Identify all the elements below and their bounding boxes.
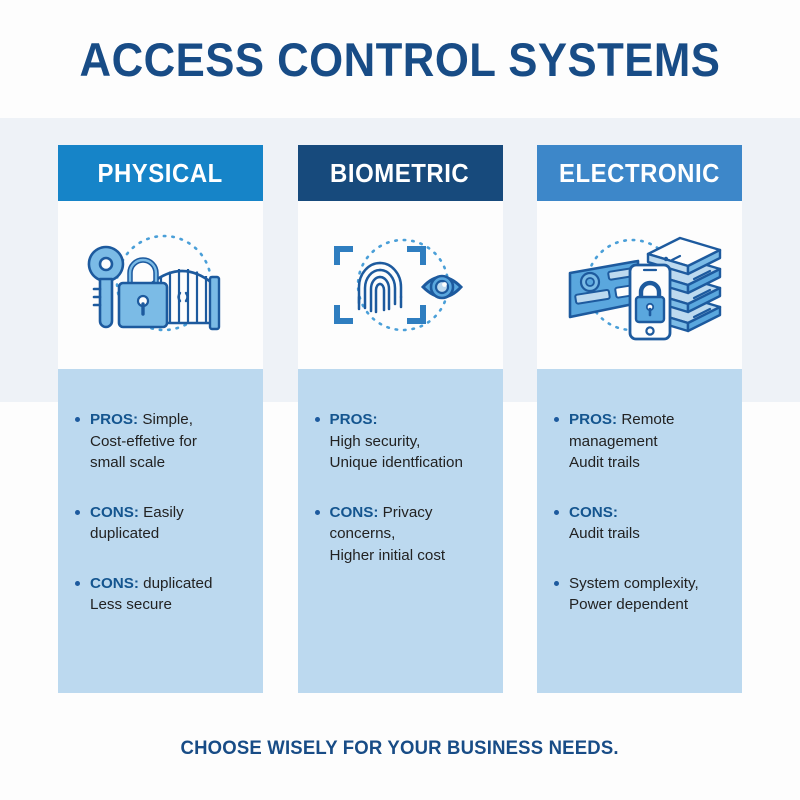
bullet-list-electronic: PROS: Remote management Audit trails CON… [551, 409, 728, 616]
column-header-label: ELECTRONIC [559, 157, 720, 188]
column-header-label: PHYSICAL [97, 157, 224, 188]
bullet-text: Remote management Audit trails [569, 411, 675, 472]
content-panel-electronic: PROS: Remote management Audit trails CON… [537, 369, 742, 693]
access-card-server-phone-icon [568, 236, 722, 341]
bullet-label: CONS: [569, 503, 618, 521]
icon-panel-physical [58, 201, 263, 369]
column-header-electronic: ELECTRONIC [537, 145, 742, 201]
list-item: CONS: Audit trails [551, 502, 728, 545]
list-item: CONS: Privacy concerns, Higher initial c… [312, 502, 489, 567]
icon-panel-electronic [537, 201, 742, 369]
background-top [0, 0, 800, 118]
bullet-text: Easily duplicated [90, 503, 184, 543]
footer-tagline: CHOOSE WISELY FOR YOUR BUSINESS NEEDS. [0, 737, 800, 760]
bullet-label: PROS: [329, 411, 378, 428]
content-panel-biometric: PROS: High security, Unique identficatio… [297, 369, 503, 693]
column-electronic: ELECTRONIC [537, 145, 742, 693]
list-item: PROS: Simple, Cost-effetive for small sc… [72, 409, 249, 474]
list-item: PROS: High security, Unique identficatio… [312, 409, 489, 474]
column-header-biometric: BIOMETRIC [297, 145, 503, 201]
icon-panel-biometric [297, 201, 503, 369]
page-title: ACCESS CONTROL SYSTEMS [79, 33, 721, 86]
column-header-physical: PHYSICAL [58, 145, 263, 201]
bullet-list-physical: PROS: Simple, Cost-effetive for small sc… [72, 409, 249, 616]
content-panel-physical: PROS: Simple, Cost-effetive for small sc… [58, 369, 263, 693]
footer-label: CHOOSE WISELY FOR YOUR BUSINESS NEEDS. [180, 737, 620, 759]
bullet-label: CONS: [90, 574, 139, 592]
bullet-text: Privacy concerns, Higher initial cost [329, 503, 446, 564]
key-padlock-gate-icon [87, 234, 220, 332]
list-item: System complexity, Power dependent [551, 573, 728, 616]
list-item: CONS: Easily duplicated [72, 502, 249, 545]
list-item: PROS: Remote management Audit trails [551, 409, 728, 474]
bullet-label: CONS: [90, 503, 139, 521]
bullet-label: PROS: [569, 411, 618, 428]
bullet-text: duplicated Less secure [90, 574, 213, 614]
column-biometric: BIOMETRIC [297, 145, 503, 693]
column-header-label: BIOMETRIC [330, 157, 470, 188]
column-physical: PHYSICAL [58, 145, 263, 693]
fingerprint-eye-scan-icon [334, 238, 464, 332]
bullet-text: Simple, Cost-effetive for small scale [90, 411, 197, 472]
bullet-label: PROS: [90, 411, 139, 428]
bullet-text: System complexity, Power dependent [569, 574, 699, 614]
bullet-label: CONS: [329, 503, 379, 521]
bullet-text: High security, Unique identfication [329, 432, 463, 472]
list-item: CONS: duplicated Less secure [72, 573, 249, 616]
bullet-text: Audit trails [569, 525, 640, 543]
comparison-columns: PHYSICAL [58, 145, 742, 693]
bullet-list-biometric: PROS: High security, Unique identficatio… [312, 409, 489, 566]
